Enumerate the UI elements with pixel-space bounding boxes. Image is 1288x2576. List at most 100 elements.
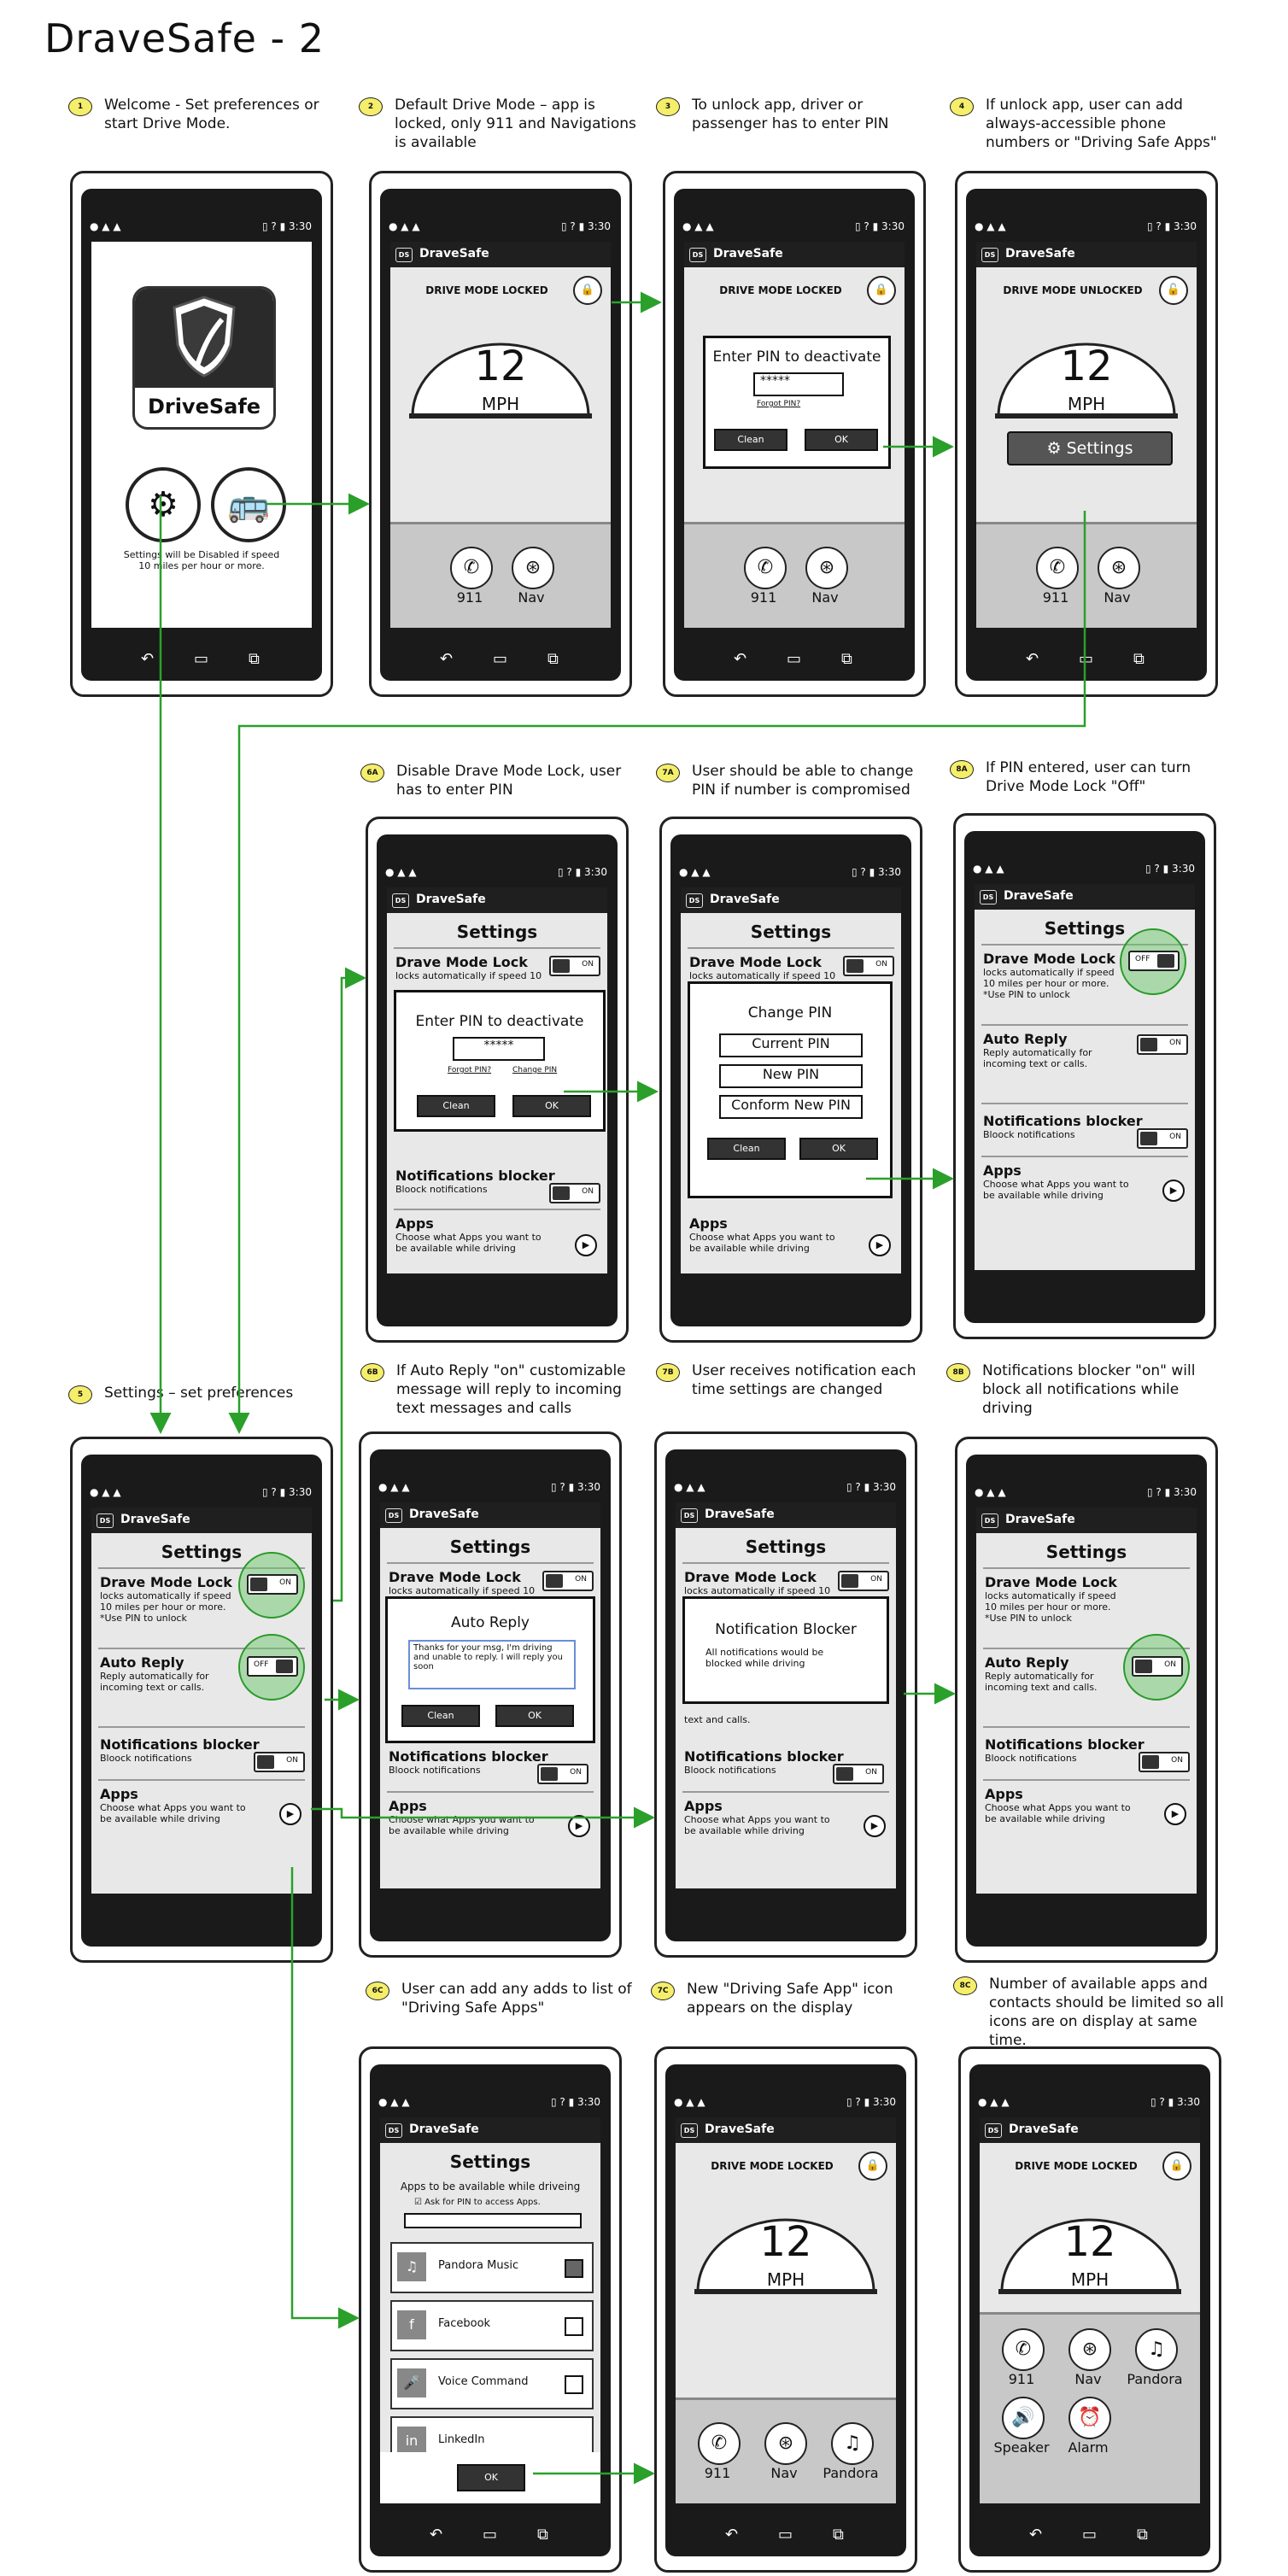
phone-icon[interactable]: ✆ <box>1036 547 1079 589</box>
apps-arrow-icon[interactable]: ▶ <box>869 1234 891 1256</box>
pin-input[interactable]: ***** <box>453 1037 545 1061</box>
home-icon[interactable]: ▭ <box>483 2526 498 2544</box>
drive-mode-lock-toggle[interactable]: OFF <box>1128 951 1180 971</box>
auto-reply-message-input[interactable]: Thanks for your msg, I'm driving and una… <box>408 1640 576 1689</box>
auto-reply-toggle[interactable]: OFF <box>247 1656 298 1677</box>
auto-reply-toggle[interactable]: ON <box>1132 1656 1183 1677</box>
clean-button[interactable]: Clean <box>417 1095 495 1117</box>
drive-mode-lock-toggle[interactable]: ON <box>542 1571 594 1591</box>
apps-arrow-icon[interactable]: ▶ <box>1164 1803 1186 1825</box>
ask-pin-option[interactable]: ☑ Ask for PIN to access Apps. <box>414 2198 541 2207</box>
recents-icon[interactable]: ⧉ <box>1133 650 1145 668</box>
current-pin-field[interactable]: Current PIN <box>719 1033 863 1057</box>
new-pin-field[interactable]: New PIN <box>719 1064 863 1088</box>
ok-button[interactable]: OK <box>805 429 878 451</box>
settings-gear-button[interactable]: ⚙ <box>126 467 201 542</box>
back-icon[interactable]: ↶ <box>1029 2526 1043 2544</box>
ok-button[interactable]: OK <box>495 1705 574 1727</box>
navigation-icon[interactable]: ⊛ <box>764 2422 807 2465</box>
drive-mode-lock-toggle[interactable]: ON <box>843 956 894 976</box>
navigation-icon[interactable]: ⊛ <box>1098 547 1140 589</box>
recents-icon[interactable]: ⧉ <box>537 2526 548 2544</box>
back-icon[interactable]: ↶ <box>430 2526 443 2544</box>
apps-arrow-icon[interactable]: ▶ <box>864 1815 886 1837</box>
ok-button[interactable]: OK <box>512 1095 591 1117</box>
clean-button[interactable]: Clean <box>714 429 787 451</box>
phone-icon[interactable]: ✆ <box>450 547 493 589</box>
app-checkbox[interactable] <box>565 2375 583 2394</box>
drive-mode-lock-toggle[interactable]: ON <box>838 1571 889 1591</box>
home-icon[interactable]: ▭ <box>1082 2526 1098 2544</box>
app-checkbox[interactable] <box>565 2259 583 2278</box>
alarm-icon[interactable]: ⏰ <box>1068 2397 1111 2439</box>
app-row[interactable]: 🎤Voice Command <box>390 2358 594 2409</box>
navigation-icon[interactable]: ⊛ <box>805 547 848 589</box>
home-icon[interactable]: ▭ <box>787 650 802 668</box>
apps-arrow-icon[interactable]: ▶ <box>1162 1180 1185 1202</box>
apps-arrow-icon[interactable]: ▶ <box>568 1815 590 1837</box>
start-drive-mode-button[interactable]: 🚌 <box>211 467 286 542</box>
back-icon[interactable]: ↶ <box>440 650 454 668</box>
recents-icon[interactable]: ⧉ <box>841 650 852 668</box>
phone-icon[interactable]: ✆ <box>744 547 787 589</box>
recents-icon[interactable]: ⧉ <box>833 2526 844 2544</box>
phone-icon[interactable]: ✆ <box>698 2422 741 2465</box>
apps-arrow-icon[interactable]: ▶ <box>575 1234 597 1256</box>
unlock-icon[interactable]: 🔓 <box>1159 276 1188 305</box>
drive-mode-lock-toggle[interactable]: ON <box>247 1574 298 1595</box>
home-icon[interactable]: ▭ <box>194 650 209 668</box>
apps-arrow-icon[interactable]: ▶ <box>279 1803 302 1825</box>
recents-icon[interactable]: ⧉ <box>249 650 260 668</box>
ok-button[interactable]: OK <box>457 2464 525 2491</box>
back-icon[interactable]: ↶ <box>1026 650 1039 668</box>
navigation-icon[interactable]: ⊛ <box>1068 2328 1111 2371</box>
app-row[interactable]: ♫Pandora Music <box>390 2242 594 2293</box>
home-icon[interactable]: ▭ <box>493 650 508 668</box>
pandora-icon[interactable]: ♫ <box>831 2422 874 2465</box>
notifications-blocker-toggle[interactable]: ON <box>254 1752 305 1772</box>
notifications-blocker-toggle[interactable]: ON <box>833 1764 884 1784</box>
pandora-icon[interactable]: ♫ <box>1135 2328 1178 2371</box>
notifications-blocker-toggle[interactable]: ON <box>1139 1752 1190 1772</box>
back-icon[interactable]: ↶ <box>734 650 747 668</box>
notifications-blocker-toggle[interactable]: ON <box>549 1183 600 1203</box>
recents-icon[interactable]: ⧉ <box>547 650 559 668</box>
forgot-pin-link[interactable]: Forgot PIN? <box>757 400 801 408</box>
clean-button[interactable]: Clean <box>401 1705 480 1727</box>
recents-icon[interactable]: ⧉ <box>1137 2526 1148 2544</box>
drive-mode-lock-toggle[interactable]: ON <box>549 956 600 976</box>
call-911-label: 911 <box>1008 2371 1035 2387</box>
microphone-icon: 🎤 <box>397 2368 426 2397</box>
pin-input[interactable]: ***** <box>753 372 844 396</box>
confirm-new-pin-field[interactable]: Conform New PIN <box>719 1095 863 1119</box>
speaker-icon[interactable]: 🔊 <box>1002 2397 1045 2439</box>
settings-button[interactable]: ⚙ Settings <box>1007 431 1173 465</box>
change-pin-link[interactable]: Change PIN <box>512 1066 558 1074</box>
app-checkbox[interactable] <box>565 2317 583 2336</box>
home-icon[interactable]: ▭ <box>1079 650 1094 668</box>
step-badge: 6C <box>366 1982 389 2000</box>
clean-button[interactable]: Clean <box>707 1138 786 1160</box>
lock-icon[interactable]: 🔒 <box>1162 2152 1191 2181</box>
auto-reply-toggle[interactable]: ON <box>1137 1034 1188 1055</box>
phone-icon[interactable]: ✆ <box>1002 2328 1045 2371</box>
home-icon[interactable]: ▭ <box>778 2526 793 2544</box>
back-icon[interactable]: ↶ <box>141 650 155 668</box>
lock-icon[interactable]: 🔒 <box>867 276 896 305</box>
lock-icon[interactable]: 🔒 <box>573 276 602 305</box>
apps-search-input[interactable] <box>404 2213 582 2228</box>
ok-button[interactable]: OK <box>799 1138 878 1160</box>
notifications-blocker-toggle[interactable]: ON <box>1137 1128 1188 1149</box>
notifications-blocker-toggle[interactable]: ON <box>537 1764 588 1784</box>
lock-icon[interactable]: 🔒 <box>858 2152 887 2181</box>
back-icon[interactable]: ↶ <box>725 2526 739 2544</box>
forgot-pin-link[interactable]: Forgot PIN? <box>448 1066 492 1074</box>
navigation-icon[interactable]: ⊛ <box>512 547 554 589</box>
